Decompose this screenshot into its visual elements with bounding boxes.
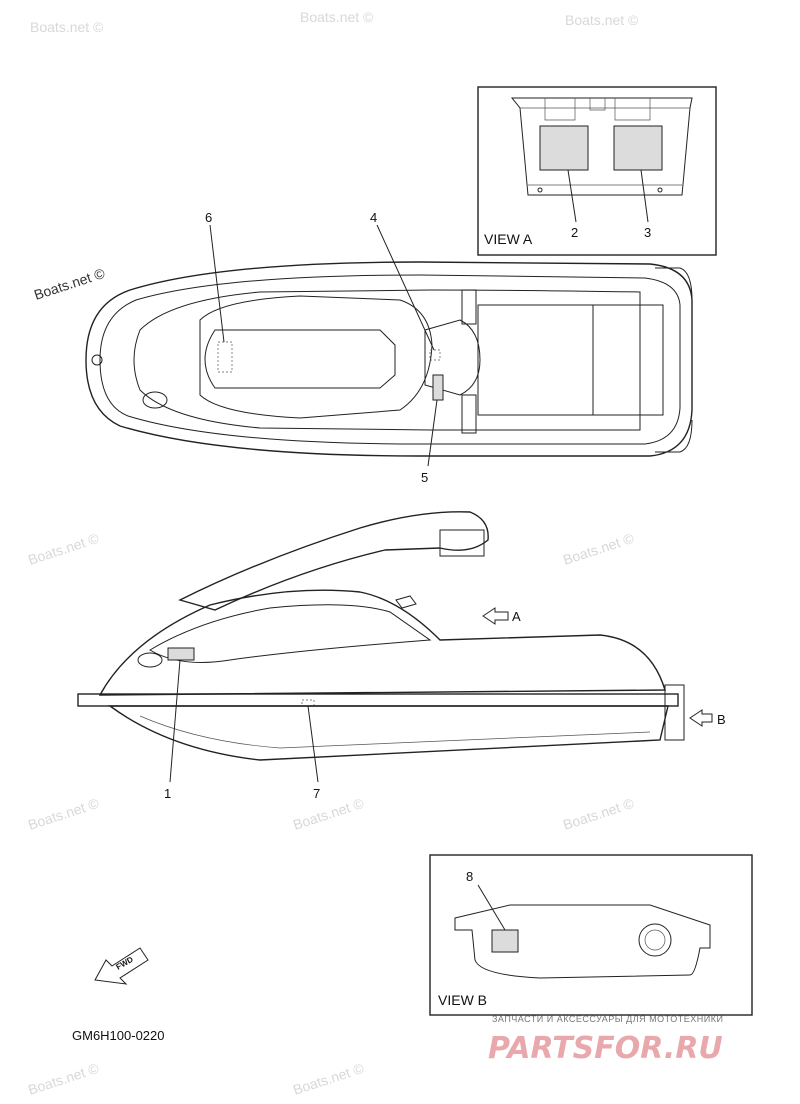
label-7-sticker xyxy=(301,699,315,707)
watermark: Boats.net © xyxy=(26,795,101,833)
watermark: Boats.net © xyxy=(565,12,639,28)
callout-3: 3 xyxy=(644,225,651,240)
label-2-sticker xyxy=(539,125,589,171)
fwd-arrow-icon xyxy=(94,947,149,985)
watermark: Boats.net © xyxy=(26,530,101,568)
view-a-label: VIEW A xyxy=(484,231,533,247)
callout-4: 4 xyxy=(370,210,377,225)
footer-tagline: ЗАПЧАСТИ И АКСЕССУАРЫ ДЛЯ МОТОТЕХНИКИ xyxy=(492,1014,723,1024)
label-5-sticker xyxy=(432,374,444,401)
label-6-sticker xyxy=(217,341,233,373)
fwd-label: FWD xyxy=(115,955,135,972)
part-code: GM6H100-0220 xyxy=(72,1028,165,1043)
hull-side-upper xyxy=(98,589,666,696)
watermark: Boats.net © xyxy=(300,9,374,25)
arrow-a-label: A xyxy=(512,609,521,624)
watermark: Boats.net © xyxy=(32,265,107,303)
callout-7: 7 xyxy=(313,786,320,801)
top-view: 6 4 5 xyxy=(85,210,693,485)
label-3-sticker xyxy=(613,125,663,171)
hull-side-lower xyxy=(107,705,669,761)
watermark: Boats.net © xyxy=(291,1060,366,1098)
watermark: Boats.net © xyxy=(561,530,636,568)
watermark: Boats.net © xyxy=(291,795,366,833)
label-8-sticker xyxy=(491,929,519,953)
view-a-hull xyxy=(510,97,693,196)
view-a-frame xyxy=(477,86,717,256)
view-b-hull xyxy=(454,904,711,979)
callout-5: 5 xyxy=(421,470,428,485)
callout-8: 8 xyxy=(466,869,473,884)
handle-pole xyxy=(178,511,489,611)
gunwale xyxy=(77,693,679,707)
view-b-panel: 8 VIEW B xyxy=(429,854,753,1016)
callout-2: 2 xyxy=(571,225,578,240)
label-4-sticker xyxy=(429,349,441,361)
footer-brand: PARTSFOR.RU xyxy=(488,1031,723,1066)
watermark: Boats.net © xyxy=(30,19,104,35)
watermarks: Boats.net © Boats.net © Boats.net © Boat… xyxy=(26,9,639,1098)
side-view: A B 1 7 xyxy=(77,511,726,801)
view-a-panel: VIEW A 2 3 xyxy=(477,86,717,256)
watermark: Boats.net © xyxy=(26,1060,101,1098)
fwd-indicator: FWD xyxy=(94,947,149,985)
view-b-label: VIEW B xyxy=(438,992,487,1008)
arrow-b-label: B xyxy=(717,712,726,727)
view-b-frame xyxy=(429,854,753,1016)
watermark: Boats.net © xyxy=(561,795,636,833)
label-1-sticker xyxy=(167,647,195,661)
callout-1: 1 xyxy=(164,786,171,801)
callout-6: 6 xyxy=(205,210,212,225)
hull-outline-top xyxy=(85,261,693,457)
